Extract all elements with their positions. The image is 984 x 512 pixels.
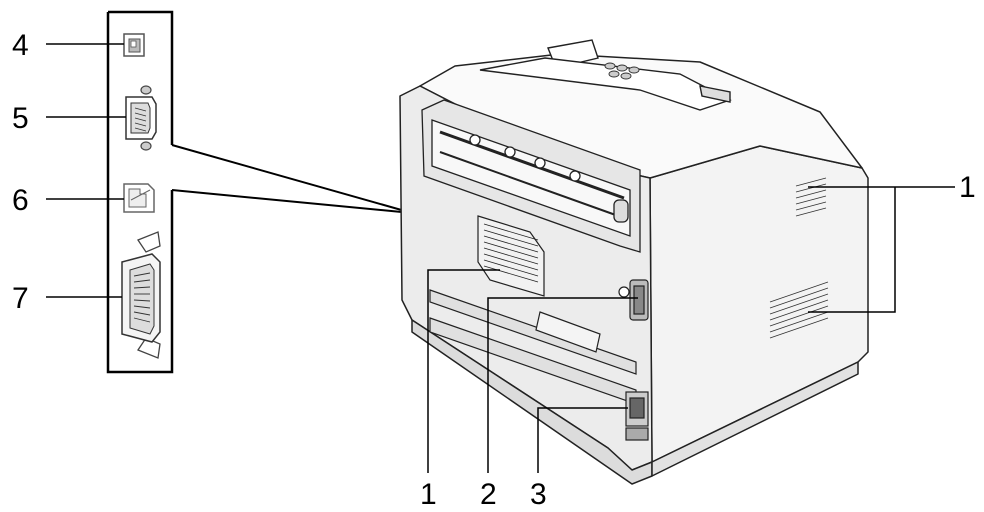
side-vent-grille-upper: [795, 177, 827, 217]
rear-lower-cover: [429, 289, 637, 405]
printer-leader-lines: [427, 186, 955, 473]
usb-port-icon: [123, 33, 145, 57]
rear-vent-grille: [477, 215, 545, 297]
parallel-port-icon: [121, 231, 161, 359]
panel-connector-upper: [171, 144, 413, 214]
callout-5: 5: [12, 102, 29, 135]
operator-panel: [604, 62, 640, 80]
callout-6: 6: [12, 184, 29, 217]
callout-2: 2: [480, 478, 497, 511]
output-tray: [479, 39, 732, 111]
callout-1-rear: 1: [420, 478, 437, 511]
panel-connector-lower: [171, 189, 413, 214]
side-vent-grille-lower: [769, 281, 829, 339]
callout-7: 7: [12, 282, 29, 315]
power-inlet: [625, 391, 649, 441]
callout-1-side: 1: [959, 171, 976, 204]
interface-connector: [618, 279, 649, 321]
rear-duplex-unit: [421, 99, 641, 253]
callout-3: 3: [530, 478, 547, 511]
callout-4: 4: [12, 29, 29, 62]
serial-port-icon: [125, 85, 157, 151]
port-panel: 4 5 6 7: [12, 10, 174, 374]
network-port-icon: [123, 183, 155, 213]
